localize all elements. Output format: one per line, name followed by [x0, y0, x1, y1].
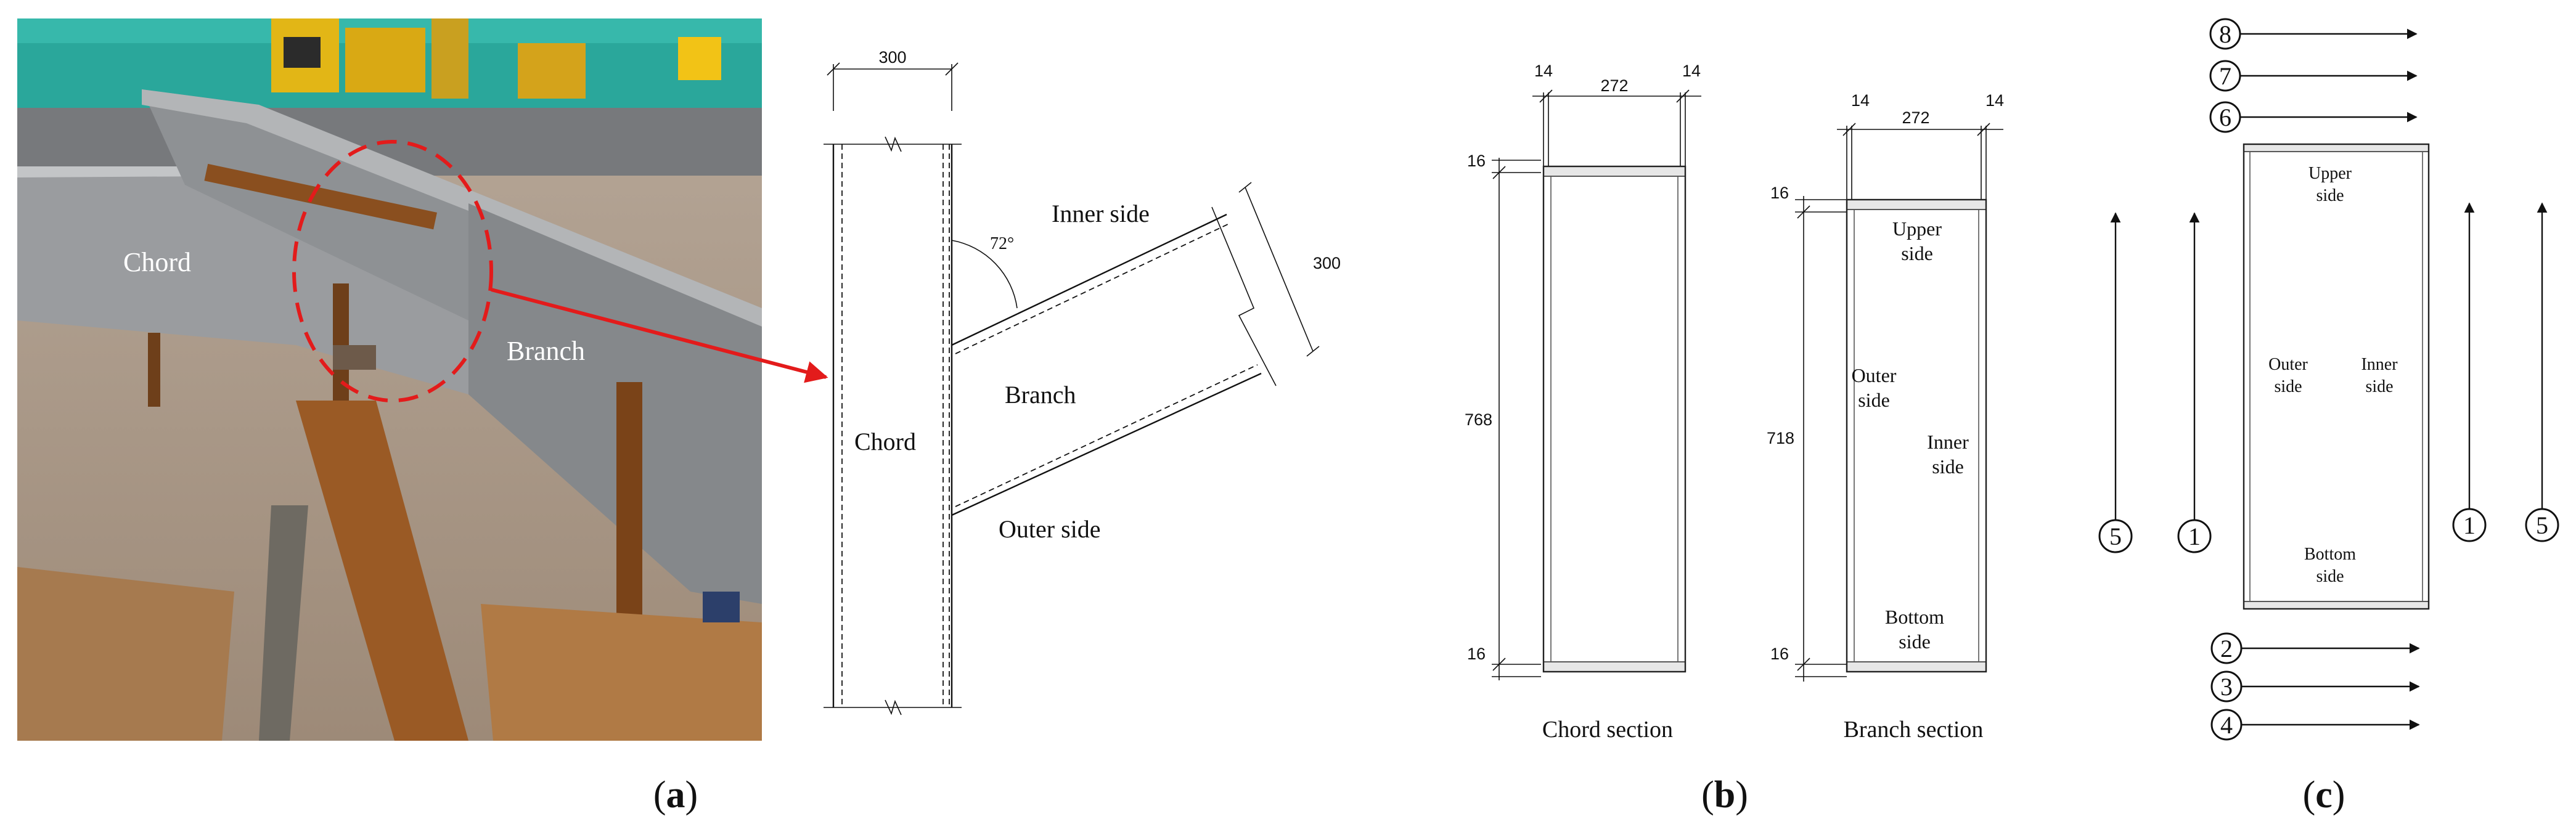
branch-dim-right: 14: [1985, 91, 2004, 110]
marker-6: 6: [2209, 101, 2418, 133]
branch-section-caption: Branch section: [1844, 717, 1984, 743]
photo-label-branch: Branch: [507, 336, 585, 366]
marker-1-left: 1: [2177, 212, 2212, 553]
joint-drawing: 300 Chord 72° 300 Inner side Branch Oute…: [824, 48, 1341, 715]
label-inner-side: Inner side: [1052, 200, 1150, 227]
joint-highlight-arrow: [491, 288, 828, 383]
photo-label-chord: Chord: [123, 247, 191, 277]
crane: [271, 18, 721, 99]
panel-label-a: (a): [653, 774, 698, 816]
svg-text:8: 8: [2219, 20, 2231, 48]
panel-label-c: (c): [2303, 774, 2345, 816]
panel-label-b: (b): [1701, 774, 1748, 816]
svg-text:7: 7: [2219, 62, 2231, 90]
svg-text:4: 4: [2220, 711, 2233, 739]
chord-dim-bottom-plate: 16: [1467, 645, 1486, 663]
branch-dim-height: 718: [1767, 429, 1794, 447]
svg-text:6: 6: [2219, 104, 2231, 131]
drawing-label-chord: Chord: [854, 428, 916, 455]
chord-dim-top-plate: 16: [1467, 152, 1486, 170]
svg-text:2: 2: [2220, 635, 2233, 662]
label-outer-side: Outer side: [999, 515, 1101, 543]
marker-5-left: 5: [2098, 212, 2133, 553]
marker-2: 2: [2210, 632, 2420, 664]
branch-outer-edge: [951, 372, 1262, 516]
chord-dim-right: 14: [1682, 62, 1701, 80]
svg-text:5: 5: [2536, 511, 2548, 539]
branch-inner-edge: [951, 213, 1227, 346]
chord-dim-mid: 272: [1600, 76, 1628, 95]
branch-dim-top-plate: 16: [1770, 184, 1789, 202]
chord-dim-left: 14: [1534, 62, 1553, 80]
marker-3: 3: [2210, 670, 2420, 703]
chord-section: 14 272 14 16 768 16 Chord section: [1465, 62, 1701, 743]
branch-dim-bottom-plate: 16: [1770, 645, 1789, 663]
svg-text:1: 1: [2188, 523, 2201, 550]
dim-branch-width: 300: [1313, 254, 1341, 272]
joint-highlight-circle: [292, 140, 493, 402]
chord-dim-height: 768: [1465, 410, 1492, 429]
marker-8: 8: [2209, 18, 2418, 50]
svg-text:3: 3: [2220, 673, 2233, 701]
chord-section-caption: Chord section: [1542, 717, 1673, 743]
site-photo: Chord Branch: [17, 18, 828, 741]
dim-chord-width: 300: [878, 48, 906, 67]
svg-text:1: 1: [2463, 511, 2476, 539]
marker-4: 4: [2210, 709, 2420, 741]
marker-1-right: 1: [2452, 202, 2487, 542]
branch-dim-left: 14: [1851, 91, 1870, 110]
branch-dim-mid: 272: [1902, 108, 1929, 127]
svg-text:5: 5: [2109, 523, 2122, 550]
drawing-label-branch: Branch: [1005, 381, 1076, 409]
marker-7: 7: [2209, 60, 2418, 92]
angle-label: 72°: [990, 234, 1014, 253]
marker-5-right: 5: [2525, 202, 2559, 542]
